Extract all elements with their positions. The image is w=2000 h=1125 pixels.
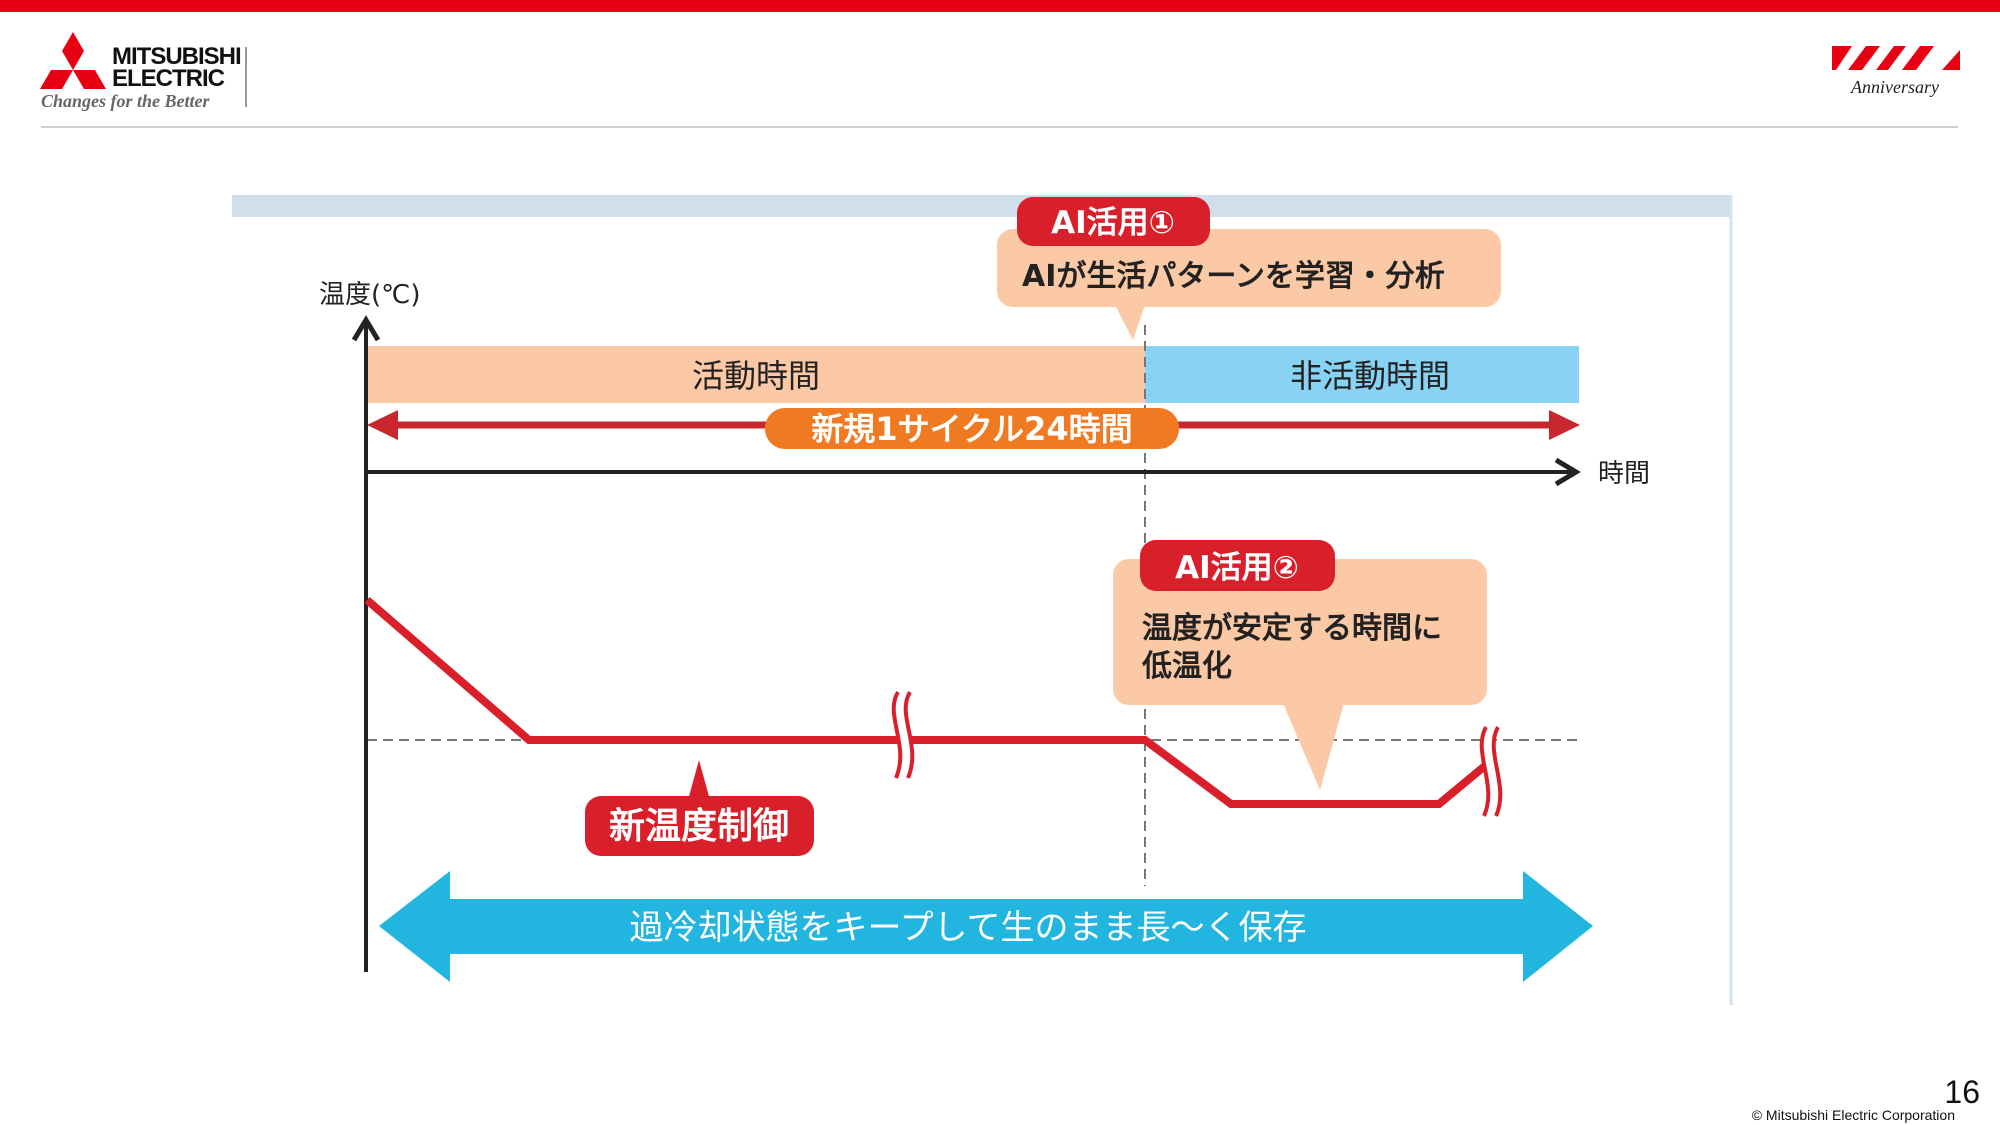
break-mark-icon xyxy=(891,688,915,781)
temperature-axis xyxy=(351,315,381,972)
ai-badge-2 xyxy=(1140,540,1335,591)
ai-callout-1-text: AIが生活パターンを学習・分析 xyxy=(1022,259,1445,294)
tagline: Changes for the Better xyxy=(41,91,211,111)
y-axis-label: 温度(℃) xyxy=(319,280,421,310)
ai-badge-2-label: AI活用② xyxy=(1175,550,1299,586)
ai-callout-2-text-line2: 低温化 xyxy=(1141,649,1232,684)
inactive-period-band xyxy=(1145,346,1579,403)
inactive-period-label: 非活動時間 xyxy=(1290,357,1450,395)
time-axis xyxy=(366,457,1581,487)
storage-banner-text: 過冷却状態をキープして生のまま長〜く保存 xyxy=(630,908,1307,948)
new-control-label: 新温度制御 xyxy=(609,806,789,847)
brand-line1: MITSUBISHI xyxy=(112,43,241,70)
new-control-callout: 新温度制御 xyxy=(585,760,814,856)
top-brand-bar xyxy=(0,0,2000,12)
temperature-curve xyxy=(364,596,1489,808)
frame-top-band xyxy=(232,195,1732,217)
anniversary-text: Anniversary xyxy=(1850,77,1939,97)
cycle-label: 新規1サイクル24時間 xyxy=(811,410,1132,448)
break-mark-icon xyxy=(1479,723,1503,819)
ai-badge-1-label: AI活用① xyxy=(1051,205,1175,241)
brand-line2: ELECTRIC xyxy=(112,65,225,92)
mitsubishi-electric-logo: MITSUBISHI ELECTRIC Changes for the Bett… xyxy=(40,32,247,111)
active-period-label: 活動時間 xyxy=(692,357,820,395)
three-diamonds-icon xyxy=(40,32,106,89)
x-axis-label: 時間 xyxy=(1598,459,1650,489)
active-period-band xyxy=(367,346,1145,403)
anniversary-logo: Anniversary xyxy=(1832,46,1960,97)
arrow-up-icon xyxy=(351,315,381,342)
stripes-icon xyxy=(1832,46,1960,70)
page-number: 16 xyxy=(1944,1074,1980,1110)
cycle-pill xyxy=(765,408,1179,449)
arrow-right-icon xyxy=(1554,457,1581,487)
copyright: © Mitsubishi Electric Corporation xyxy=(1752,1107,1955,1123)
ai-callout-2: AI活用② 温度が安定する時間に 低温化 xyxy=(1113,540,1487,790)
ai-callout-1: AI活用① AIが生活パターンを学習・分析 xyxy=(997,197,1501,340)
ai-callout-2-text-line1: 温度が安定する時間に xyxy=(1142,611,1442,646)
ai-badge-1 xyxy=(1017,197,1210,246)
storage-double-arrow: 過冷却状態をキープして生のまま長〜く保存 xyxy=(379,871,1593,982)
